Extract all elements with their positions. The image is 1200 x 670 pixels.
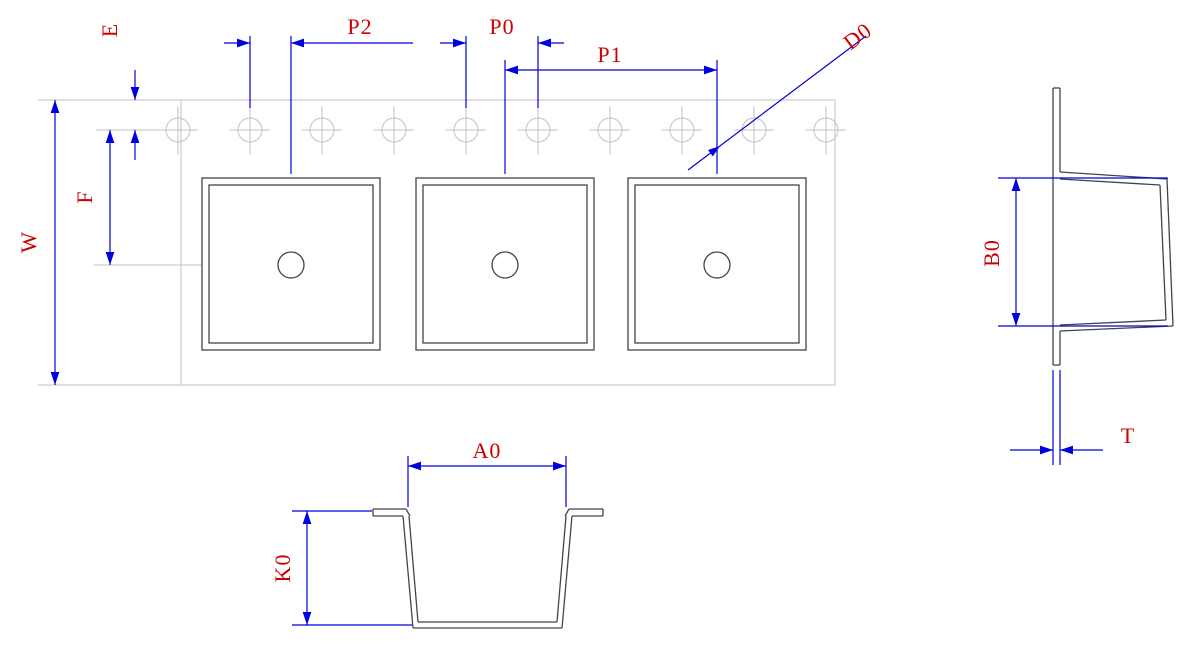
sprocket-hole: [806, 106, 846, 154]
dim-e: E: [97, 23, 140, 160]
pocket-center-hole: [491, 251, 519, 279]
dim-e-label: E: [97, 23, 122, 37]
pocket-center-hole: [277, 251, 305, 279]
dim-f-label: F: [72, 190, 97, 203]
dim-p1: P1: [504, 42, 718, 174]
pocket-3: [627, 177, 807, 351]
sprocket-hole: [374, 106, 414, 154]
sprocket-hole: [446, 106, 486, 154]
pocket-section-view: A0 K0: [270, 438, 604, 629]
dim-k0: K0: [270, 510, 412, 626]
dim-t-label: T: [1121, 423, 1135, 448]
dim-w-label: W: [16, 231, 41, 253]
pocket-side-view: B0 T: [979, 87, 1174, 465]
pocket-1: [201, 177, 381, 351]
dim-p0-label: P0: [489, 14, 514, 39]
dim-a0: A0: [407, 438, 567, 507]
dim-p0: P0: [440, 14, 564, 108]
dim-p2: P2: [224, 14, 413, 174]
dim-k0-label: K0: [270, 554, 295, 583]
sprocket-hole: [734, 106, 774, 154]
sprocket-hole: [302, 106, 342, 154]
dim-t: T: [1010, 370, 1135, 465]
pocket-center-hole: [703, 251, 731, 279]
sprocket-holes: [158, 106, 846, 154]
dim-p2-label: P2: [347, 14, 372, 39]
dim-b0-label: B0: [979, 239, 1004, 267]
sprocket-hole: [230, 106, 270, 154]
sprocket-hole: [662, 106, 702, 154]
dim-f: F: [72, 130, 115, 265]
pocket-2: [415, 177, 595, 351]
dim-b0: B0: [979, 177, 1168, 327]
dim-d0: D0: [687, 17, 877, 171]
section-profile: [372, 508, 604, 629]
dim-a0-label: A0: [473, 438, 502, 463]
side-profile: [1052, 87, 1174, 366]
dim-d0-label: D0: [838, 17, 876, 54]
dim-w: W: [16, 100, 60, 385]
sprocket-hole: [590, 106, 630, 154]
dim-p1-label: P1: [597, 42, 622, 67]
sprocket-hole: [518, 106, 558, 154]
tape-top-view: E F W P2 P0: [16, 14, 877, 386]
sprocket-hole: [158, 106, 198, 154]
tape-outline: [38, 99, 836, 386]
